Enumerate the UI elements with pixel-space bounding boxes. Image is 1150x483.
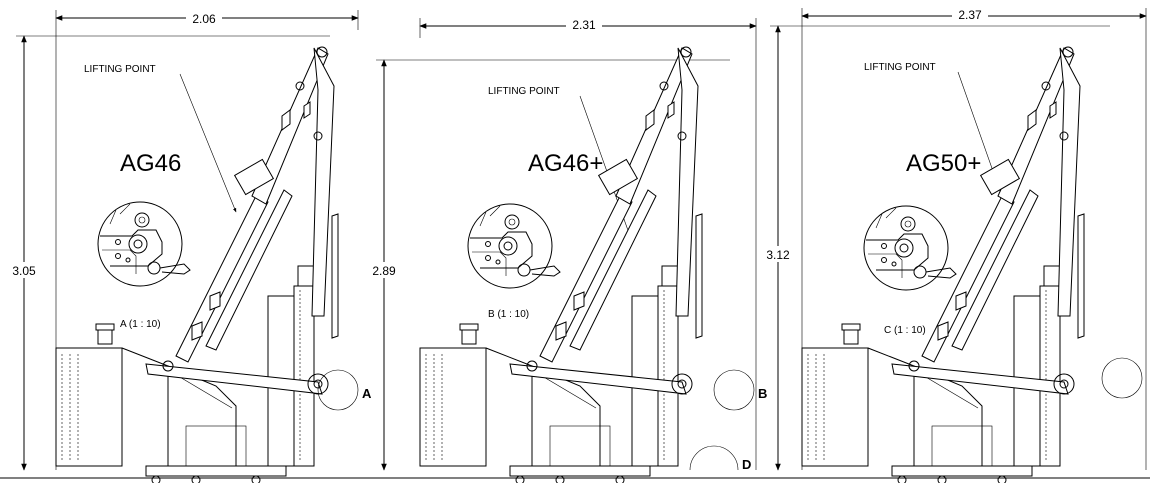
detail-circle-marker — [1101, 357, 1143, 399]
detail-circle-marker — [317, 369, 359, 411]
detail-scale-caption: B (1 : 10) — [488, 309, 529, 320]
lifting-point-label: LIFTING POINT — [488, 86, 560, 97]
machine-side-view — [801, 46, 1085, 483]
detail-circle-marker — [689, 445, 739, 471]
lifting-point-label: LIFTING POINT — [864, 62, 936, 73]
detail-view-a — [97, 201, 191, 287]
width-dim-label: 2.37 — [958, 8, 982, 22]
machine-side-view — [419, 46, 703, 483]
detail-view-b — [467, 203, 561, 289]
detail-scale-caption: A (1 : 10) — [120, 319, 161, 330]
model-name: AG46 — [120, 150, 181, 177]
detail-view-c — [863, 205, 957, 291]
detail-marker-label: A — [362, 386, 372, 401]
lifting-point-leader — [179, 73, 237, 213]
drawing-ag46: 2.06 3.05 LIFTING POINT AG46 A (1 : 10) … — [4, 10, 372, 483]
drawing-ag50-plus: 2.37 3.12 LIFTING POINT AG50+ C (1 : 10) — [758, 6, 1147, 483]
detail-marker-label: B — [758, 386, 767, 401]
height-dim-label: 3.12 — [766, 248, 790, 262]
width-dim-label: 2.31 — [572, 18, 596, 32]
model-name: AG50+ — [906, 150, 981, 177]
machine-side-view — [55, 46, 339, 483]
detail-marker-label: D — [742, 457, 751, 472]
lifting-point-label: LIFTING POINT — [84, 64, 156, 75]
height-dim-label: 2.89 — [372, 264, 396, 278]
detail-circle-marker — [713, 369, 755, 411]
detail-scale-caption: C (1 : 10) — [884, 325, 926, 336]
drawing-ag46-plus: 2.31 2.89 LIFTING POINT AG46+ B (1 : 10)… — [364, 16, 767, 483]
height-dim-label: 3.05 — [12, 264, 36, 278]
width-dim-label: 2.06 — [192, 12, 216, 26]
model-name: AG46+ — [528, 150, 603, 177]
